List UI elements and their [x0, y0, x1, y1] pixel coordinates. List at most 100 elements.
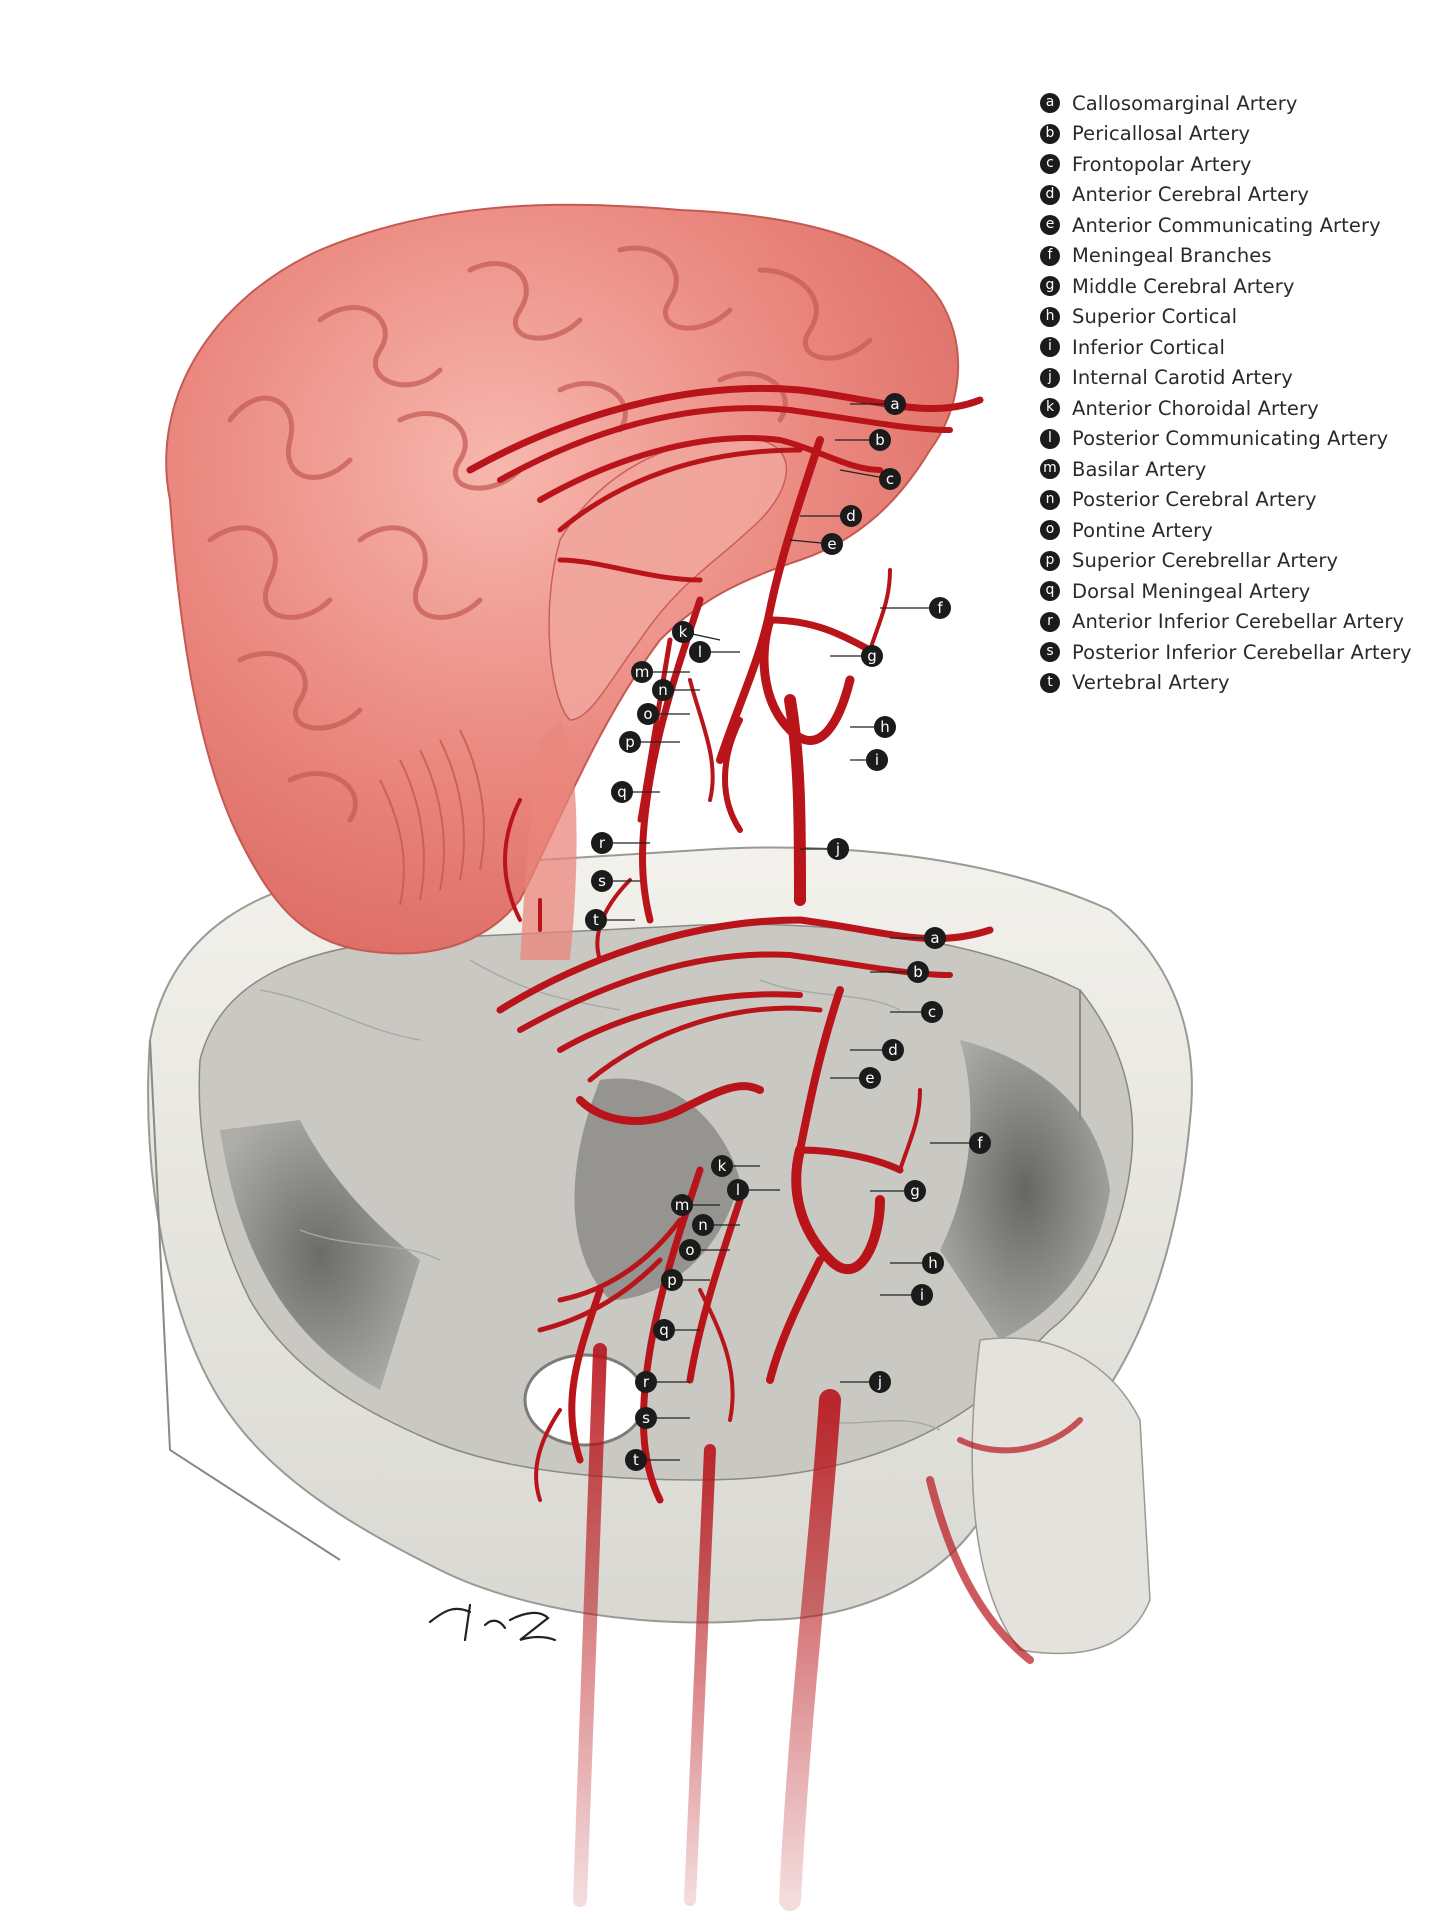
callout-letter: b: [875, 431, 885, 449]
legend-letter-badge: o: [1040, 520, 1060, 541]
callout-badge: [969, 1132, 991, 1154]
callout-letter: q: [617, 783, 627, 801]
legend-label: Anterior Communicating Artery: [1072, 213, 1381, 237]
callout-letter: e: [827, 535, 836, 553]
callout-letter: d: [888, 1041, 898, 1059]
callout-marker-j: j: [869, 1371, 891, 1393]
callout-letter: r: [643, 1373, 650, 1391]
descending-vessels: [573, 1343, 1083, 1911]
callout-badge: [635, 1407, 657, 1429]
legend-letter-badge: t: [1040, 672, 1060, 693]
callout-marker-s: s: [635, 1407, 657, 1429]
legend-label: Anterior Choroidal Artery: [1072, 396, 1319, 420]
callout-badge: [637, 703, 659, 725]
callout-badge: [859, 1067, 881, 1089]
callout-letter: a: [890, 395, 899, 413]
callout-letter: s: [642, 1409, 650, 1427]
callout-badge: [827, 838, 849, 860]
callout-letter: m: [635, 663, 650, 681]
callout-marker-s: s: [591, 870, 613, 892]
callout-marker-i: i: [866, 749, 888, 771]
legend-label: Anterior Cerebral Artery: [1072, 183, 1310, 207]
callout-letter: e: [865, 1069, 874, 1087]
callout-letter: l: [736, 1181, 740, 1199]
legend-letter-badge: e: [1040, 215, 1060, 236]
callout-marker-a: a: [924, 927, 946, 949]
callout-badge: [727, 1179, 749, 1201]
legend-letter-badge: j: [1040, 367, 1060, 388]
callout-letter: f: [937, 599, 943, 617]
callout-letter: d: [846, 507, 856, 525]
callout-marker-r: r: [635, 1371, 657, 1393]
callout-badge: [879, 468, 901, 490]
artist-signature: [428, 1603, 557, 1642]
callout-badge: [924, 927, 946, 949]
callout-badge: [907, 961, 929, 983]
callout-badge: [869, 429, 891, 451]
callout-badge: [861, 645, 883, 667]
callout-letter: a: [930, 929, 939, 947]
callout-badge: [611, 781, 633, 803]
callout-letter: n: [658, 681, 668, 699]
callout-marker-f: f: [969, 1132, 991, 1154]
callout-badge: [921, 1001, 943, 1023]
callout-marker-i: i: [911, 1284, 933, 1306]
callout-letter: f: [977, 1134, 983, 1152]
callout-marker-t: t: [585, 909, 607, 931]
callout-badge: [671, 1194, 693, 1216]
legend-label: Pontine Artery: [1072, 518, 1213, 542]
legend-label: Inferior Cortical: [1072, 335, 1225, 359]
legend-letter-badge: r: [1040, 611, 1060, 632]
callout-marker-n: n: [692, 1214, 714, 1236]
legend-letter-badge: n: [1040, 489, 1060, 510]
callout-badge: [884, 393, 906, 415]
callout-badge: [652, 679, 674, 701]
legend-item: o Pontine Artery: [1040, 515, 1430, 546]
callout-badge: [911, 1284, 933, 1306]
callout-marker-c: c: [921, 1001, 943, 1023]
callout-marker-m: m: [671, 1194, 693, 1216]
callout-marker-e: e: [859, 1067, 881, 1089]
callout-badge: [882, 1039, 904, 1061]
callout-letter: b: [913, 963, 923, 981]
callout-marker-o: o: [679, 1239, 701, 1261]
legend-letter-badge: b: [1040, 123, 1060, 144]
legend-label: Posterior Cerebral Artery: [1072, 488, 1317, 512]
callout-badge: [625, 1449, 647, 1471]
callout-letter: c: [928, 1003, 936, 1021]
legend-letter-badge: c: [1040, 154, 1060, 175]
callout-letter: h: [880, 718, 890, 736]
callout-marker-g: g: [904, 1180, 926, 1202]
callout-badge: [591, 870, 613, 892]
callout-letter: p: [667, 1271, 677, 1289]
callout-marker-k: k: [672, 621, 694, 643]
legend-letter-badge: a: [1040, 93, 1060, 114]
callout-letter: o: [643, 705, 652, 723]
callout-badge: [904, 1180, 926, 1202]
legend-letter-badge: s: [1040, 642, 1060, 663]
legend-label: Pericallosal Artery: [1072, 122, 1251, 146]
legend-letter-badge: m: [1040, 459, 1060, 480]
callout-badge: [619, 731, 641, 753]
callout-letter: c: [886, 470, 894, 488]
legend-label: Internal Carotid Artery: [1072, 366, 1293, 390]
callout-badge: [591, 832, 613, 854]
legend-item: n Posterior Cerebral Artery: [1040, 485, 1430, 516]
callout-badge: [711, 1155, 733, 1177]
legend-label: Superior Cortical: [1072, 305, 1238, 329]
legend-label: Middle Cerebral Artery: [1072, 274, 1295, 298]
callout-marker-g: g: [861, 645, 883, 667]
callout-letter: q: [659, 1321, 669, 1339]
arteries-upper: [466, 384, 984, 962]
